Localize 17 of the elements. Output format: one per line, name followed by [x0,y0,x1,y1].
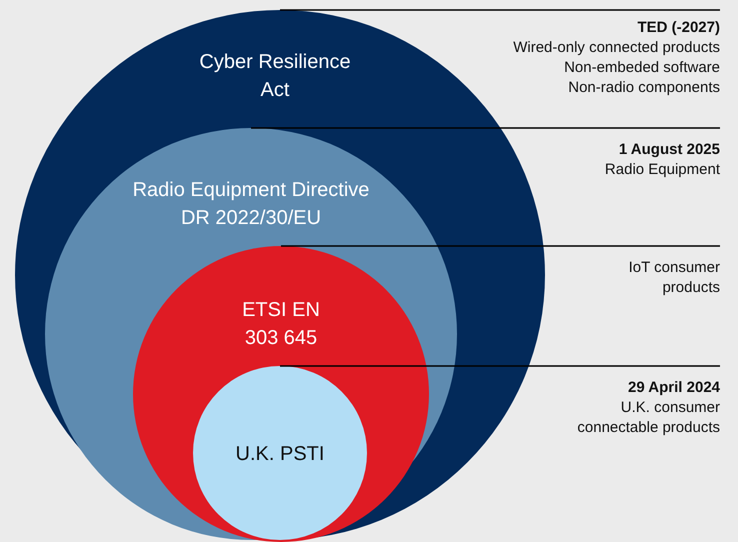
circle-label: Radio Equipment Directive DR 2022/30/EU [132,178,370,231]
leader-line [280,9,720,11]
scope-text: Wired-only connected products [512,38,720,58]
circle-label: U.K. PSTI [234,442,326,467]
date-heading: 1 August 2025 [618,140,720,160]
leader-line [251,127,720,129]
scope-text: IoT consumer products [628,258,720,298]
date-heading: TED (-2027) [636,18,720,38]
scope-text: Radio Equipment [604,160,720,180]
circle-label: ETSI EN 303 645 [241,298,321,351]
leader-line [281,245,720,247]
scope-text: U.K. consumer connectable products [576,398,720,438]
circle-label: Cyber Resilience Act [198,50,352,103]
date-heading: 29 April 2024 [627,378,720,398]
scope-text: Non-radio components [567,78,720,98]
scope-text: Non-embeded software [563,58,720,78]
leader-line [280,365,720,367]
